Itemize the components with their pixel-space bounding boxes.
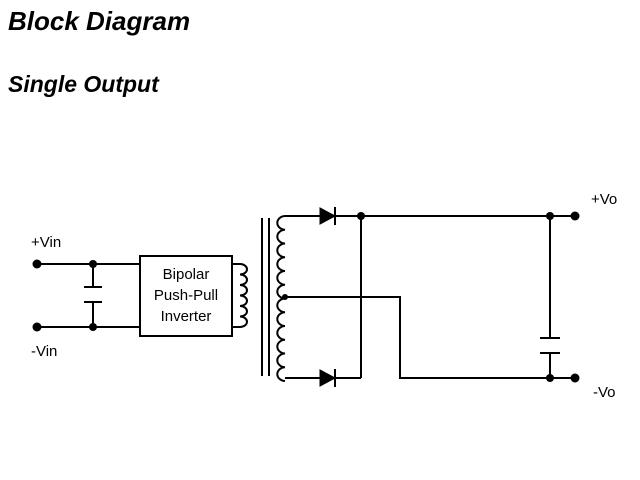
inverter-label-line-1: Bipolar [163,266,210,283]
page-title: Block Diagram [8,6,191,36]
vin-negative-terminal [32,322,42,332]
vo-positive-terminal [570,211,580,221]
output-cap-bottom-junction [546,374,554,382]
page-subtitle: Single Output [8,71,159,97]
diode-top [319,207,337,225]
inverter-label-line-3: Inverter [161,308,212,325]
vin-positive-terminal [32,259,42,269]
input-cap-bottom-junction [89,323,97,331]
inverter-block [139,255,233,337]
diode-bottom [319,369,337,387]
vin-positive-label: +Vin [31,234,61,251]
vo-negative-label: -Vo [593,384,616,401]
center-tap-junction [282,294,288,300]
cathode-top-junction [357,212,365,220]
output-capacitor [540,216,560,378]
vo-positive-label: +Vo [591,191,617,208]
vo-negative-terminal [570,373,580,383]
output-cap-top-junction [546,212,554,220]
input-capacitor [84,264,102,327]
input-cap-top-junction [89,260,97,268]
primary-winding [232,263,248,328]
center-tap-wire [285,296,575,379]
inverter-label-line-2: Push-Pull [154,287,218,304]
vin-negative-label: -Vin [31,343,57,360]
